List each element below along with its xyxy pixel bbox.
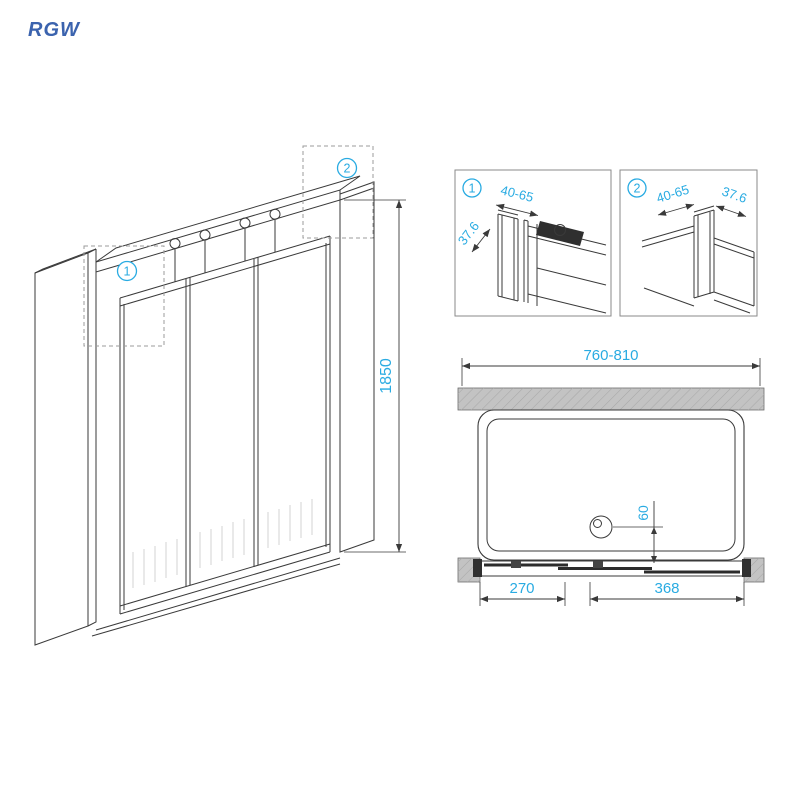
callout-2-circle-icon xyxy=(336,157,358,179)
detail-2-profile-drawing xyxy=(641,205,755,314)
roller-icon xyxy=(169,238,181,249)
callout-1-circle-icon xyxy=(116,260,138,282)
plan-left-dim-label: 270 xyxy=(509,580,534,597)
brand-logo: RGW xyxy=(28,19,81,41)
back-wall xyxy=(457,387,765,411)
height-dimension: 1850 xyxy=(344,199,406,553)
top-track xyxy=(95,175,361,273)
plan-width-label: 760-810 xyxy=(583,347,638,364)
isometric-view: 1 2 1850 xyxy=(34,145,406,646)
detail-1-label: 1 xyxy=(469,182,476,196)
height-dimension-label: 1850 xyxy=(378,358,395,394)
door-frame xyxy=(119,235,331,615)
plan-width-dimension: 760-810 xyxy=(461,347,761,386)
roller-carriages xyxy=(169,208,281,282)
tray-edge xyxy=(91,557,341,637)
callout-box-2: 2 xyxy=(302,145,374,239)
callout-box-1: 1 xyxy=(83,245,165,347)
plan-right-dim-label: 368 xyxy=(654,580,679,597)
plan-right-dimension: 368 xyxy=(589,580,745,606)
drain-cap-icon xyxy=(593,519,602,528)
plan-view: 760-810 60 xyxy=(457,347,765,606)
roller-icon xyxy=(269,208,281,220)
roller-hardware-icon xyxy=(593,561,603,568)
callout-2-label: 2 xyxy=(344,162,351,176)
glass-texture xyxy=(132,499,313,588)
right-wall xyxy=(339,181,375,553)
end-bracket-icon xyxy=(742,559,751,577)
brand-logo-text: RGW xyxy=(28,19,81,41)
glass-panel-dividers xyxy=(185,257,259,587)
detail-2-label: 2 xyxy=(634,182,641,196)
drain-offset-label: 60 xyxy=(635,505,651,521)
plan-left-dimension: 270 xyxy=(479,580,566,606)
detail-2-circle-icon xyxy=(627,178,647,198)
drain-offset-dimension: 60 xyxy=(613,501,663,563)
roller-icon xyxy=(554,224,566,236)
roller-bracket-icon xyxy=(536,221,584,246)
plan-door-track xyxy=(473,559,751,577)
detail-1-circle-icon xyxy=(462,178,482,198)
roller-hardware-icon xyxy=(511,561,521,568)
left-wall xyxy=(34,248,97,646)
roller-icon xyxy=(239,217,251,229)
callout-1-label: 1 xyxy=(124,265,131,279)
detail-view-1: 1 40-65 37.6 xyxy=(454,169,612,317)
shower-tray xyxy=(477,409,745,561)
detail-view-2: 2 40-65 37.6 xyxy=(619,169,758,317)
drain-icon xyxy=(589,515,613,539)
roller-icon xyxy=(199,229,211,241)
end-bracket-icon xyxy=(473,559,482,577)
